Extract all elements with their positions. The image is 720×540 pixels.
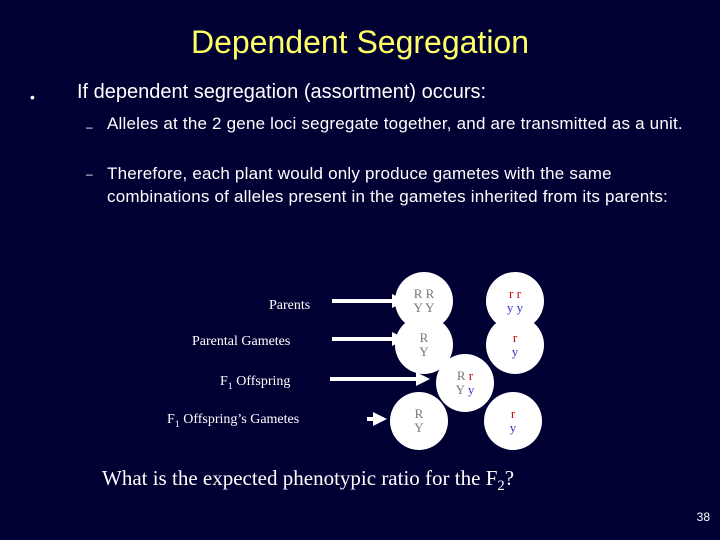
sub-bullet-marker-1: – [86, 120, 93, 134]
parent-recessive-circle: r r y y [486, 272, 544, 330]
question-text: What is the expected phenotypic ratio fo… [102, 466, 515, 495]
slide-title: Dependent Segregation [190, 24, 530, 60]
main-bullet: If dependent segregation (assortment) oc… [77, 81, 487, 103]
bullet-marker: • [30, 89, 35, 105]
sub-bullet-marker-2: – [86, 167, 93, 181]
f1-gamete-recessive-circle: r y [484, 392, 542, 450]
gamete-recessive-circle: r y [486, 316, 544, 374]
sub-bullet-2: Therefore, each plant would only produce… [107, 164, 668, 206]
label-parents: Parents [269, 298, 311, 313]
label-f1-offspring: F1 Offspring [220, 374, 291, 392]
arrow-f1-icon [330, 372, 430, 386]
page-number: 38 [696, 510, 710, 524]
f1-gamete-dominant-circle: R Y [390, 392, 448, 450]
f1-offspring-circle: R r Y y [436, 354, 494, 412]
arrow-f1-gametes-icon [367, 412, 387, 426]
sub-bullet-1: Alleles at the 2 gene loci segregate tog… [107, 114, 683, 133]
label-f1-gametes: F1 Offspring’s Gametes [167, 412, 300, 430]
label-parental-gametes: Parental Gametes [192, 334, 291, 349]
